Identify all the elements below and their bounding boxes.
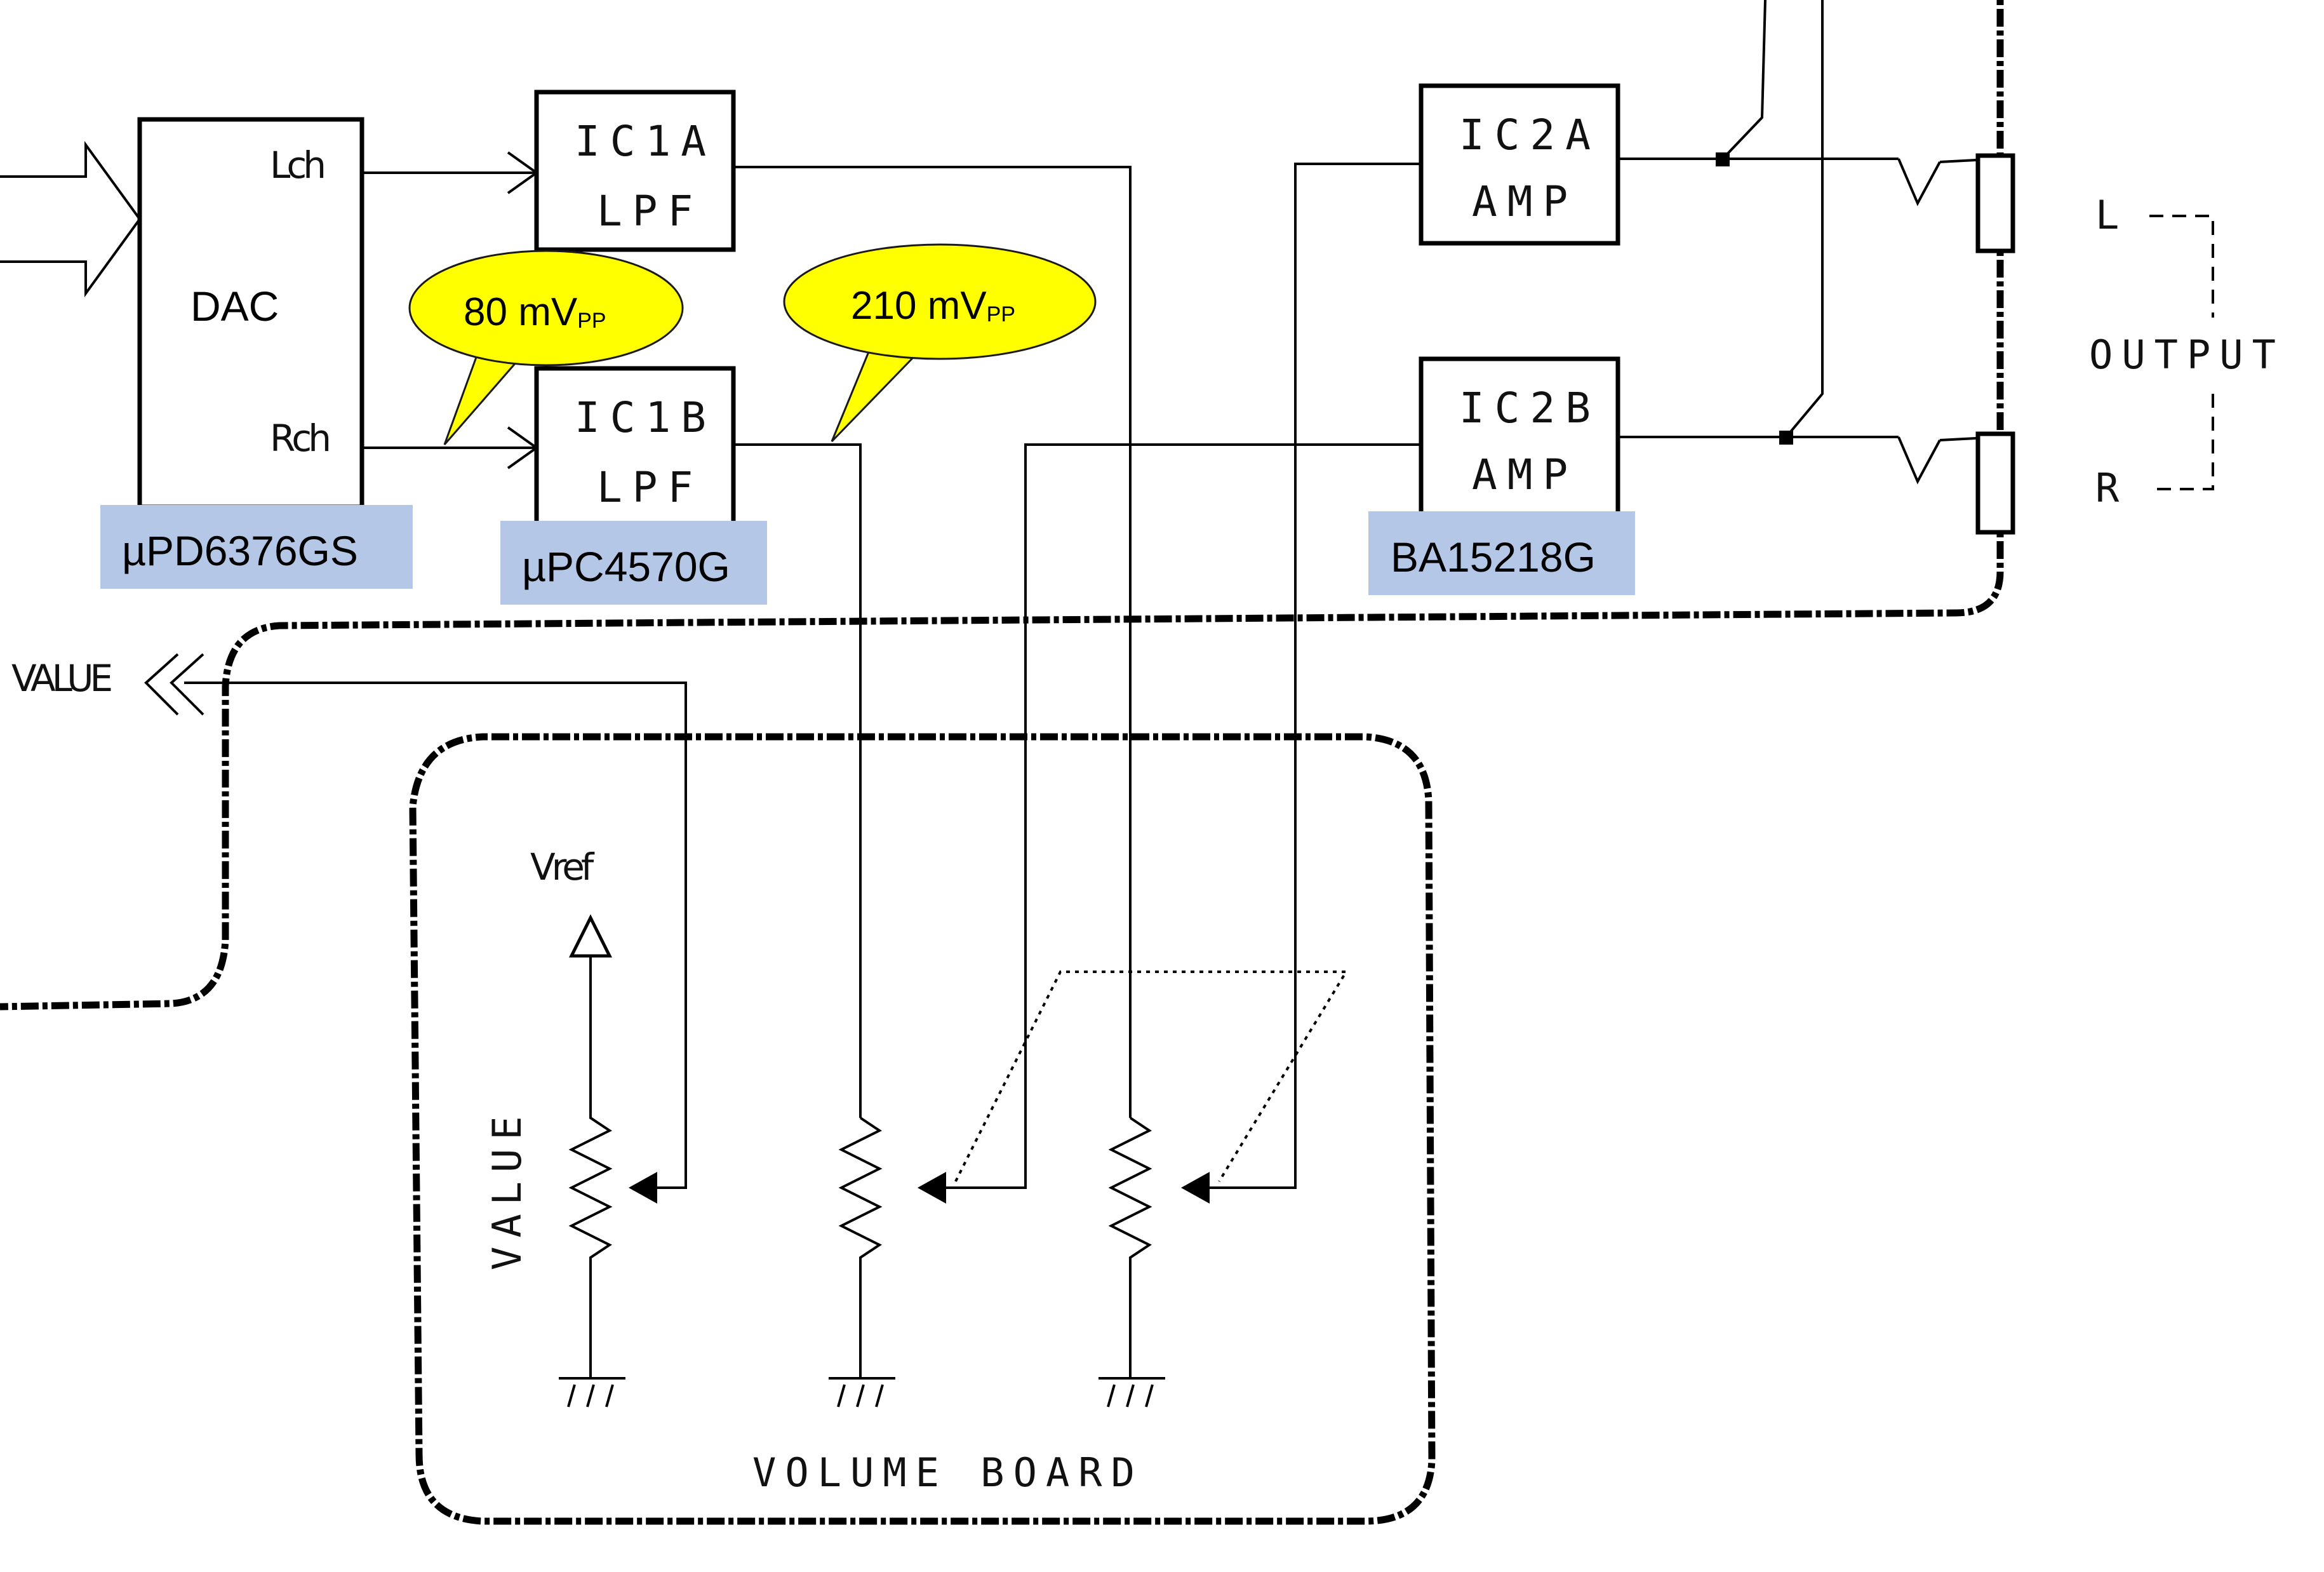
ic1b-function: LPF [597,463,703,512]
resistor-icon [1108,1117,1152,1378]
dac-label: DAC [190,283,279,330]
svg-text:210 mVPP: 210 mVPP [851,284,1015,328]
ground-icon [559,1377,625,1407]
wire-rch [362,426,539,469]
ic2a-name: IC2A [1459,111,1601,159]
part-label-dac: µPD6376GS [100,505,413,589]
wire-ic2a-out [1618,0,2001,206]
ground-icon [829,1377,895,1407]
dac-rch-label: Rch [270,417,328,460]
ic1b-name: IC1B [575,393,716,442]
wire-lch [362,151,539,194]
wire-ic2b-out [1618,0,2001,485]
gang-link [954,971,1349,1183]
wire-ic2b-in [946,443,1421,1189]
output-l-label: L [2095,192,2128,238]
ic1a-name: IC1A [575,117,716,166]
ic1a-function: LPF [597,187,703,236]
shield-line [0,0,2004,1011]
part-label-amp: BA15218G [1368,511,1635,595]
wire-ic2a-in [1210,163,1421,1189]
dac-lch-label: Lch [270,144,323,187]
output-bracket [2149,215,2214,490]
triangle-ref-icon [568,914,613,958]
callout-bubble-210mv: 210 mVPP [783,243,1097,443]
svg-text:BA15218G: BA15218G [1391,534,1596,581]
callout-bubble-80mv: 80 mVPP [408,250,684,445]
resistor-icon [568,956,613,1378]
input-arrow-icon [0,140,142,298]
ic2a-function: AMP [1472,177,1578,226]
value-arrow-icon [144,653,204,716]
pot-value-label: VALUE [484,1107,530,1270]
volume-board-frame [409,733,1436,1525]
ic2b-name: IC2B [1459,384,1601,433]
ground-icon [1099,1377,1165,1407]
svg-text:µPD6376GS: µPD6376GS [122,527,358,574]
wiper-arrow-icon [918,1172,946,1204]
wire-ic1a-out [733,166,1132,1118]
volume-board-label: VOLUME BOARD [752,1449,1144,1496]
svg-text:80 mVPP: 80 mVPP [464,290,606,334]
output-resistor-r [1975,431,2015,535]
wiper-arrow-icon [1181,1172,1210,1204]
ic2b-function: AMP [1472,450,1578,499]
dac-block [137,117,364,509]
output-label: OUTPUT [2089,332,2285,378]
output-r-label: R [2095,465,2128,511]
wire-ic1b-out [733,443,862,1118]
wire-value-out [184,682,687,1189]
value-output-label: VALUE [11,657,111,700]
output-resistor-l [1975,153,2015,253]
resistor-icon [838,1117,883,1378]
ic2a-block [1419,83,1620,246]
ic1a-block [534,90,736,252]
part-label-lpf: µPC4570G [500,521,767,605]
vref-label: Vref [530,845,595,889]
wiper-arrow-icon [629,1172,657,1204]
svg-text:µPC4570G: µPC4570G [522,543,730,590]
